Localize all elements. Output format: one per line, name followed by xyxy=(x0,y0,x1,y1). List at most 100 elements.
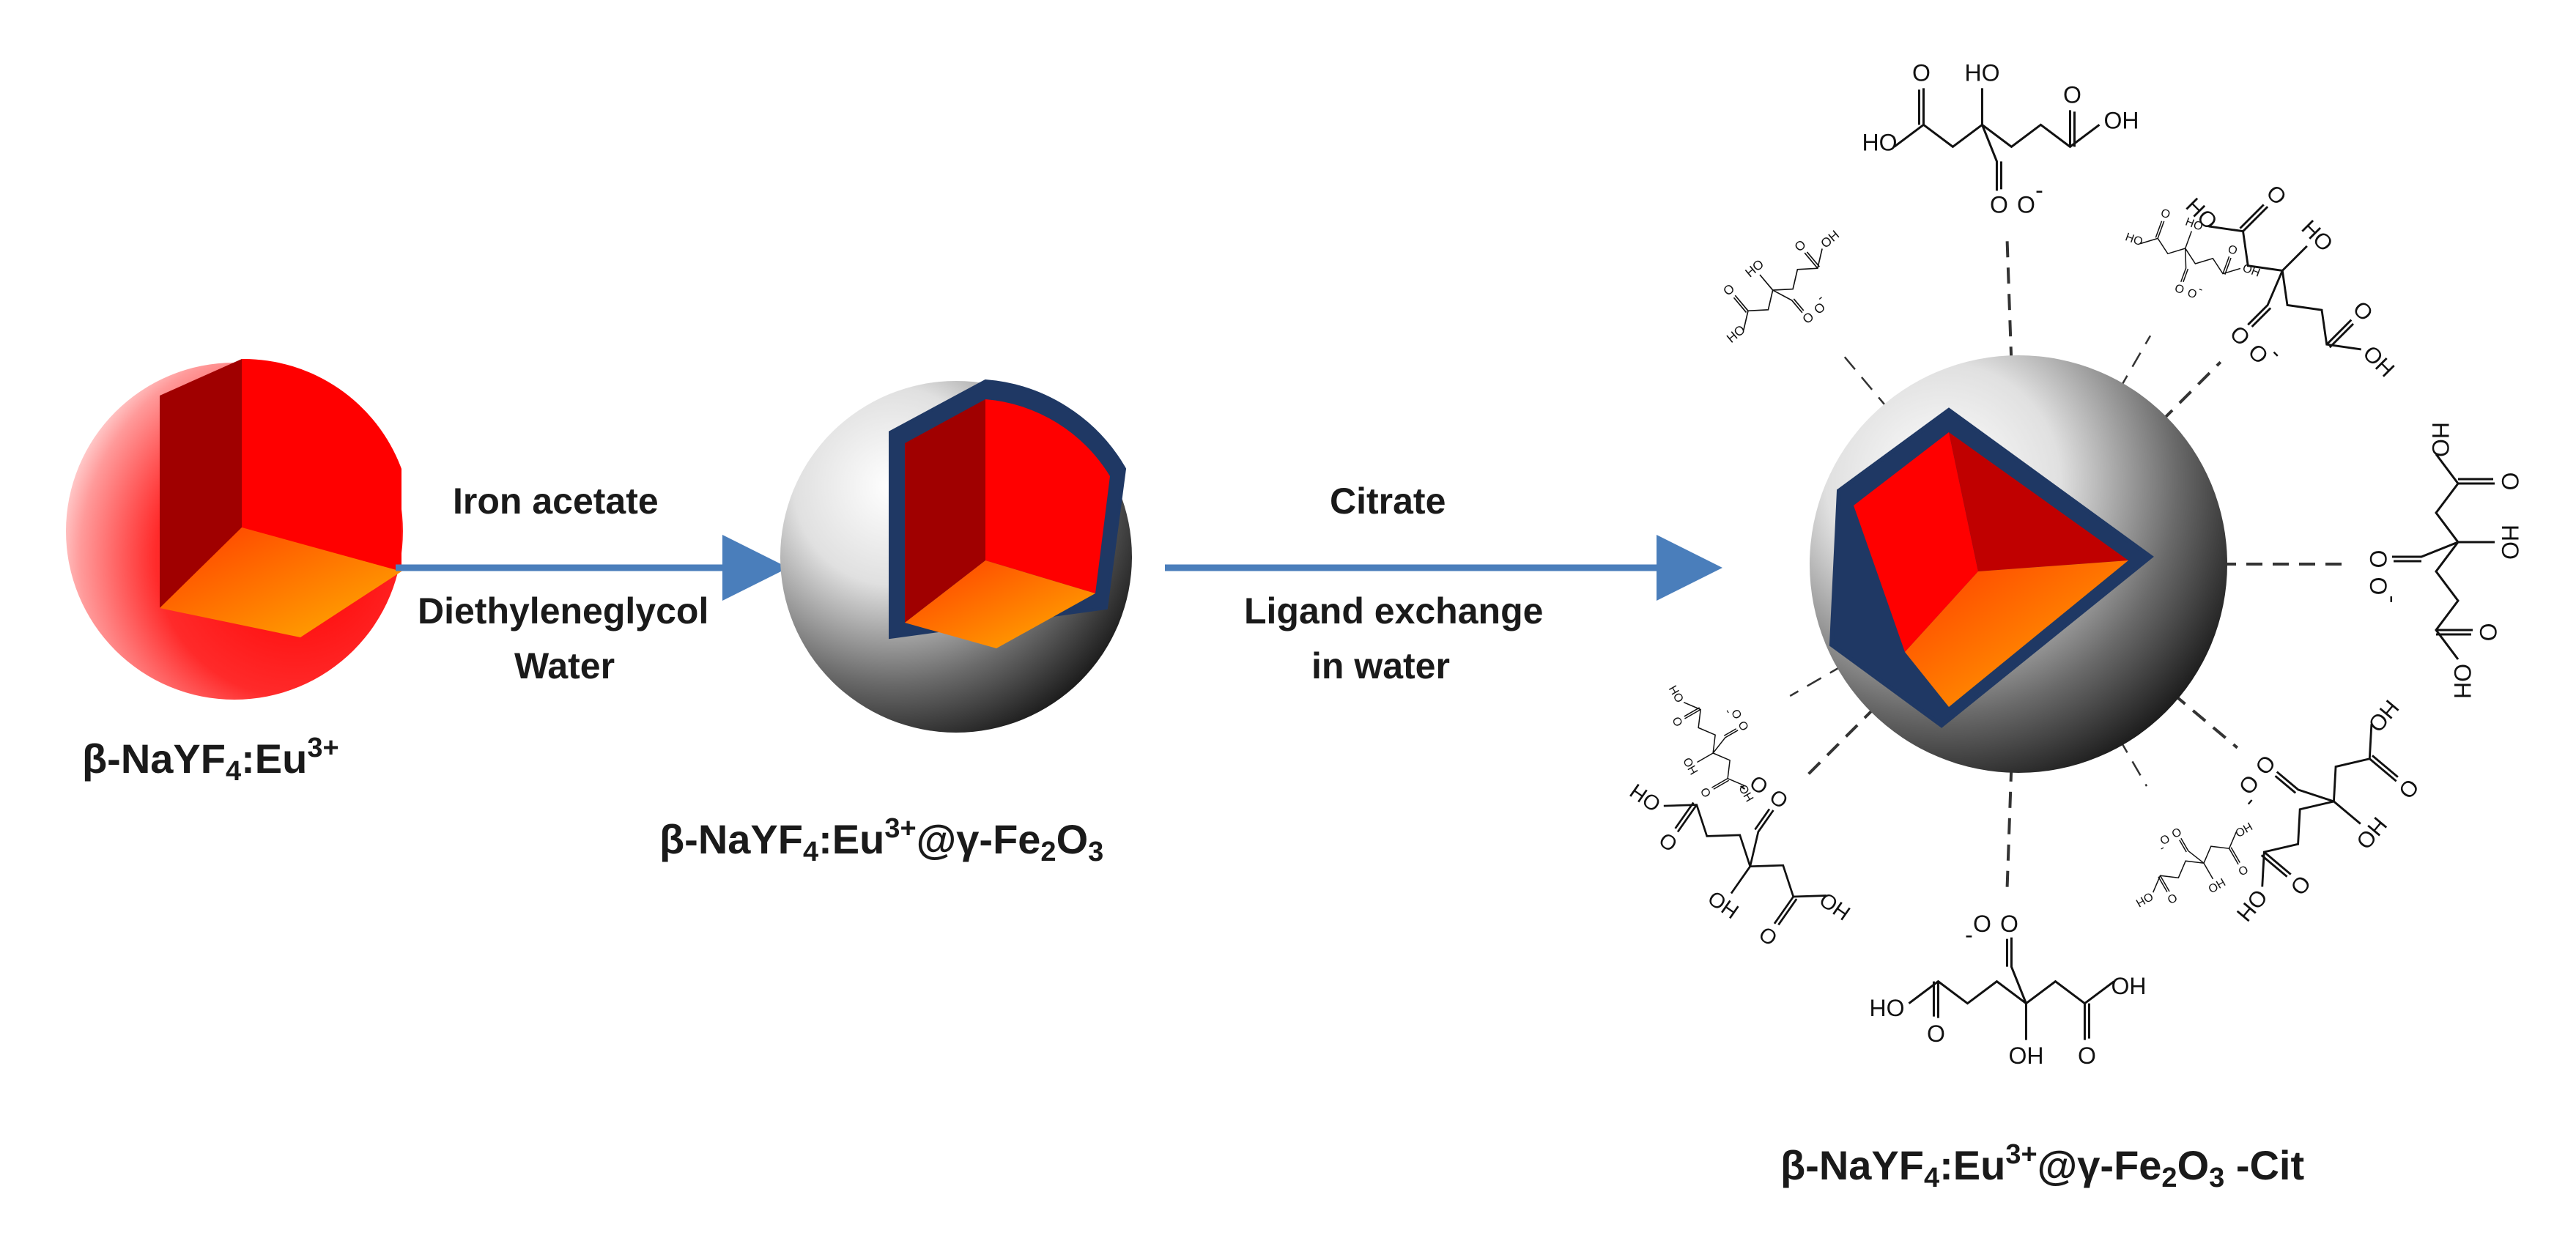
hydroxyl-label: HO xyxy=(2351,812,2391,854)
coordination-bond xyxy=(2118,335,2152,390)
oxygen-label: O xyxy=(1736,719,1752,733)
oxygen-label: O xyxy=(1766,784,1793,812)
hydroxyl-label: OH xyxy=(1626,779,1665,816)
coordination-bond xyxy=(2005,765,2013,894)
formula-part: :Eu xyxy=(818,816,885,862)
oxygen-label: O xyxy=(2365,577,2391,596)
oxygen-label: O xyxy=(1755,922,1782,950)
hydroxyl-label: HO xyxy=(1742,256,1766,280)
step2-below-1: Ligand exchange xyxy=(1244,590,1544,631)
formula-part: 3 xyxy=(1088,837,1104,867)
oxygen-label: O xyxy=(2226,243,2239,258)
hydroxyl-label: HO xyxy=(2232,820,2254,840)
oxygen-label: O xyxy=(2262,180,2292,210)
oxygen-label: O xyxy=(2234,770,2264,799)
oxygen-label: O xyxy=(2497,473,2523,491)
oxygen-label: O xyxy=(1912,59,1931,86)
oxygen-label: O xyxy=(2394,774,2424,804)
oxygen-label: O xyxy=(2475,623,2501,642)
oxygen-label: O xyxy=(2348,296,2378,326)
oxygen-label: O xyxy=(2000,911,2018,937)
oxygen-label: O xyxy=(2078,1042,2096,1069)
formula-part: 3+ xyxy=(307,733,339,763)
hydroxyl-label: HO xyxy=(2497,525,2523,560)
step1-below-1: Diethyleneglycol xyxy=(418,590,709,631)
oxygen-label: O xyxy=(1791,237,1808,254)
hydroxyl-label: HO xyxy=(1816,887,1855,925)
oxygen-label: O xyxy=(2173,282,2186,297)
core-shell-particle xyxy=(780,379,1132,733)
hydroxyl-label: OH xyxy=(2358,341,2399,382)
hydroxyl-label: OH xyxy=(2103,107,2139,133)
hydroxyl-label: OH xyxy=(2449,664,2476,699)
hydroxyl-label: HO xyxy=(1862,129,1897,155)
oxygen-label: O xyxy=(2017,191,2035,218)
oxygen-label: O xyxy=(1670,714,1686,728)
oxygen-label: O xyxy=(2165,890,2179,905)
coordination-bond xyxy=(2118,738,2148,787)
coordination-bond xyxy=(1843,355,1890,411)
formula-part: @γ-Fe xyxy=(916,816,1041,862)
hydroxyl-label: HO xyxy=(2008,1042,2043,1069)
formula-part: @γ-Fe xyxy=(2037,1142,2162,1188)
hydroxyl-label: HO xyxy=(1964,59,1999,86)
coated-label: β-NaYF4:Eu3+@γ-Fe2O3 -Cit xyxy=(1780,1139,2304,1194)
formula-part: 2 xyxy=(1040,837,1056,867)
coordination-bond xyxy=(1805,705,1877,778)
core-label: β-NaYF4:Eu3+ xyxy=(82,733,339,788)
hydroxyl-label: HO xyxy=(2363,695,2403,737)
charge-label: - xyxy=(2035,177,2043,203)
charge-label: - xyxy=(2196,283,2205,296)
formula-part: β-NaYF xyxy=(1780,1142,1924,1188)
formula-part: 3 xyxy=(2209,1163,2225,1193)
formula-part: O xyxy=(1056,816,1089,862)
hydroxyl-label: HO xyxy=(2206,875,2227,895)
oxygen-label: O xyxy=(2250,750,2280,779)
charge-label: - xyxy=(2380,596,2406,604)
oxygen-label: O xyxy=(1990,191,2008,218)
formula-part: 4 xyxy=(1923,1163,1940,1193)
hydroxyl-label: OH xyxy=(1818,227,1842,251)
oxygen-label: O xyxy=(2243,339,2273,369)
formula-part: :Eu xyxy=(241,736,308,782)
hydroxyl-label: HO xyxy=(2111,973,2146,999)
oxygen-label: O xyxy=(2159,207,2172,221)
formula-part: :Eu xyxy=(1939,1142,2006,1188)
step2-above: Citrate xyxy=(1330,481,1446,522)
hydroxyl-label: HO xyxy=(1704,886,1744,923)
formula-part: 3+ xyxy=(884,813,917,844)
hydroxyl-label: OH xyxy=(2232,884,2272,926)
hydroxyl-label: OH xyxy=(2241,262,2262,280)
hydroxyl-label: HO xyxy=(1681,755,1701,777)
formula-part: β-NaYF xyxy=(659,816,803,862)
oxygen-label: O xyxy=(2063,81,2081,108)
core-shell-label: β-NaYF4:Eu3+@γ-Fe2O3 xyxy=(659,813,1103,868)
oxygen-label: O xyxy=(1973,911,1991,937)
formula-part: 3+ xyxy=(2005,1139,2038,1170)
hydroxyl-label: OH xyxy=(2133,889,2155,909)
formula-part: 4 xyxy=(802,837,819,867)
formula-part: 2 xyxy=(2161,1163,2177,1193)
oxygen-label: O xyxy=(2185,286,2199,301)
hydroxyl-label: HO xyxy=(2427,422,2454,457)
hydroxyl-label: OH xyxy=(1869,995,1904,1021)
core-particle xyxy=(66,358,403,700)
step1-above: Iron acetate xyxy=(453,481,659,522)
oxygen-label: O xyxy=(1927,1020,1945,1047)
coordination-bond xyxy=(1789,664,1845,697)
coordination-bond xyxy=(2172,692,2239,749)
formula-part: -Cit xyxy=(2224,1142,2305,1188)
formula-part: β-NaYF xyxy=(82,736,226,782)
formula-part: 4 xyxy=(225,756,242,787)
oxygen-label: O xyxy=(2365,550,2391,568)
